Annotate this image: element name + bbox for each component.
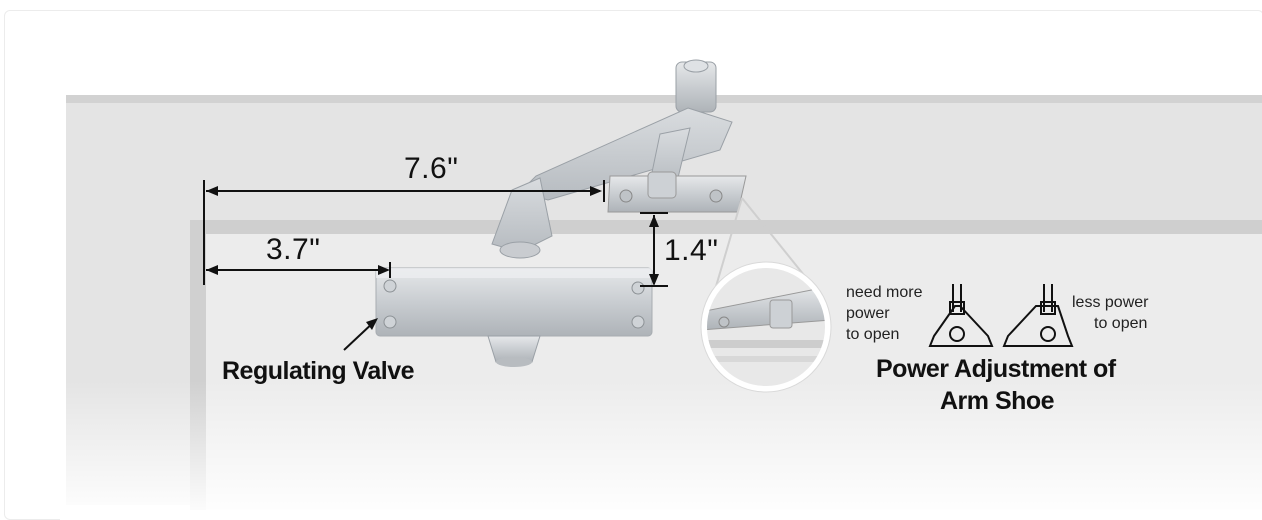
dimension-arm-height	[640, 212, 668, 287]
magnifier-callout	[700, 197, 832, 393]
less-power-line1: less power	[1072, 294, 1149, 311]
dimension-body-offset	[206, 262, 391, 278]
dimension-arm-length	[203, 180, 605, 285]
wall-top-edge	[66, 95, 1262, 103]
closer-body	[375, 267, 653, 367]
valve-pointer	[343, 318, 378, 351]
power-adjustment-title-line1: Power Adjustment of	[876, 355, 1116, 383]
door-frame-header	[190, 220, 1262, 234]
more-power-line3: to open	[846, 326, 900, 343]
more-power-line1: need more	[846, 284, 923, 301]
shoe-diagram-more-power	[928, 284, 994, 347]
dimension-label-3-7: 3.7"	[266, 233, 321, 266]
less-power-line2: to open	[1094, 315, 1148, 332]
power-adjustment-title-line2: Arm Shoe	[940, 387, 1055, 415]
arm-pivot-icon	[675, 59, 717, 113]
lower-arm	[491, 177, 553, 253]
arm-shoe	[607, 171, 747, 213]
dimension-label-7-6: 7.6"	[404, 152, 459, 185]
more-power-line2: power	[846, 305, 890, 322]
regulating-valve-label: Regulating Valve	[222, 357, 415, 385]
dimension-label-1-4: 1.4"	[664, 234, 719, 267]
shoe-diagram-less-power	[1002, 284, 1074, 347]
